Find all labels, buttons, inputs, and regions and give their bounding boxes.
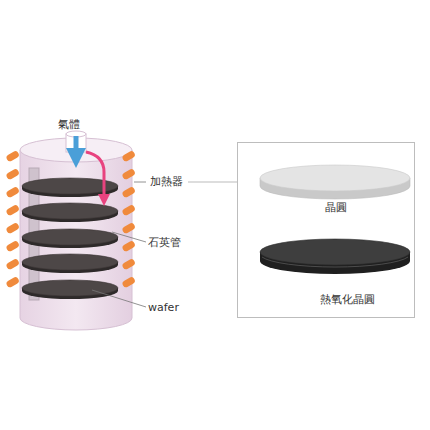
quartz-tube	[20, 138, 132, 330]
heater-elements	[5, 150, 136, 289]
part-label: 加熱器	[150, 175, 183, 188]
wafer-disc	[22, 280, 118, 299]
gas-flow-arrow	[86, 152, 104, 200]
wafer-disc	[22, 229, 118, 248]
wafer-label: 晶圓	[325, 201, 347, 214]
detail-panel: 晶圓熱氧化晶圓	[237, 142, 415, 318]
oxidized-wafer	[260, 239, 410, 274]
part-label: 石英管	[148, 236, 181, 249]
gas-label: 氣體	[58, 118, 80, 131]
wafer-disc	[22, 254, 118, 273]
leader-lines	[92, 182, 237, 307]
wafer-disc	[22, 203, 118, 222]
wafer-label: 熱氧化晶圓	[320, 293, 375, 306]
panel-ground	[237, 142, 415, 318]
part-label: wafer	[148, 301, 179, 314]
gas-inlet	[66, 131, 86, 158]
plain-wafer	[260, 165, 410, 199]
